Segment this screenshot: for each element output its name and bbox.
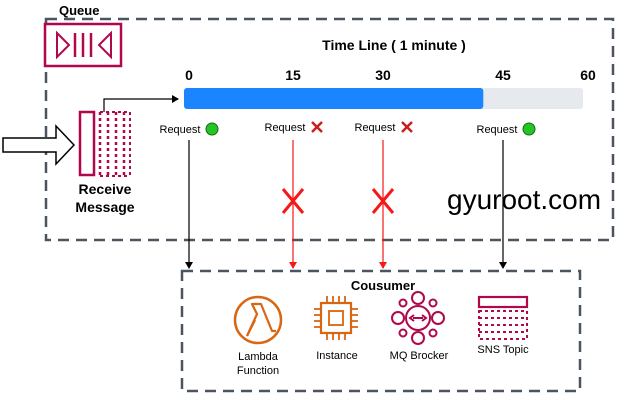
timeline-title: Time Line ( 1 minute ) (322, 37, 466, 53)
consumer-title: Cousumer (351, 278, 415, 293)
consumer-instance-label: Instance (316, 350, 358, 362)
timeline-tick-2: 30 (375, 67, 391, 83)
request-0: Request (160, 122, 219, 269)
queue-group-border (44, 17, 615, 242)
request-3: Request (477, 122, 536, 269)
watermark: gyuroot.com (447, 184, 601, 215)
receive-to-timeline-connector (103, 95, 179, 112)
fail-icon (311, 121, 323, 133)
consumer-mq-label: MQ Brocker (390, 350, 449, 362)
timeline-tick-0: 0 (185, 67, 193, 83)
request-1: Request (265, 121, 323, 269)
receive-label-line2: Message (75, 199, 134, 215)
success-icon (205, 122, 219, 136)
mq-broker-icon (391, 291, 445, 345)
consumer-lambda-line2: Function (237, 365, 279, 377)
receive-message-icon (78, 110, 131, 177)
instance-icon (314, 296, 358, 340)
requests: Request Request Request Request (160, 121, 536, 269)
request-label: Request (265, 122, 306, 134)
timeline-tick-3: 45 (495, 67, 511, 83)
input-arrow (2, 124, 76, 166)
fail-icon (401, 121, 413, 133)
queue-title: Queue (59, 3, 99, 18)
request-label: Request (355, 122, 396, 134)
consumer-sns-label: SNS Topic (477, 344, 529, 356)
queue-icon (43, 22, 123, 68)
large-fail-icon (371, 188, 395, 214)
timeline-tick-1: 15 (285, 67, 301, 83)
timeline-tick-4: 60 (580, 67, 596, 83)
sns-topic-icon (477, 295, 529, 340)
request-label: Request (477, 124, 518, 136)
request-label: Request (160, 124, 201, 136)
consumer-group-border (180, 269, 582, 393)
request-2: Request (355, 121, 413, 269)
consumer-lambda-line1: Lambda (238, 351, 279, 363)
timeline-progress-bar (184, 88, 484, 109)
lambda-icon (233, 295, 283, 345)
large-fail-icon (281, 188, 305, 214)
receive-label-line1: Receive (79, 181, 132, 197)
success-icon (522, 122, 536, 136)
timeline-ticks: 0 15 30 45 60 (185, 67, 596, 83)
